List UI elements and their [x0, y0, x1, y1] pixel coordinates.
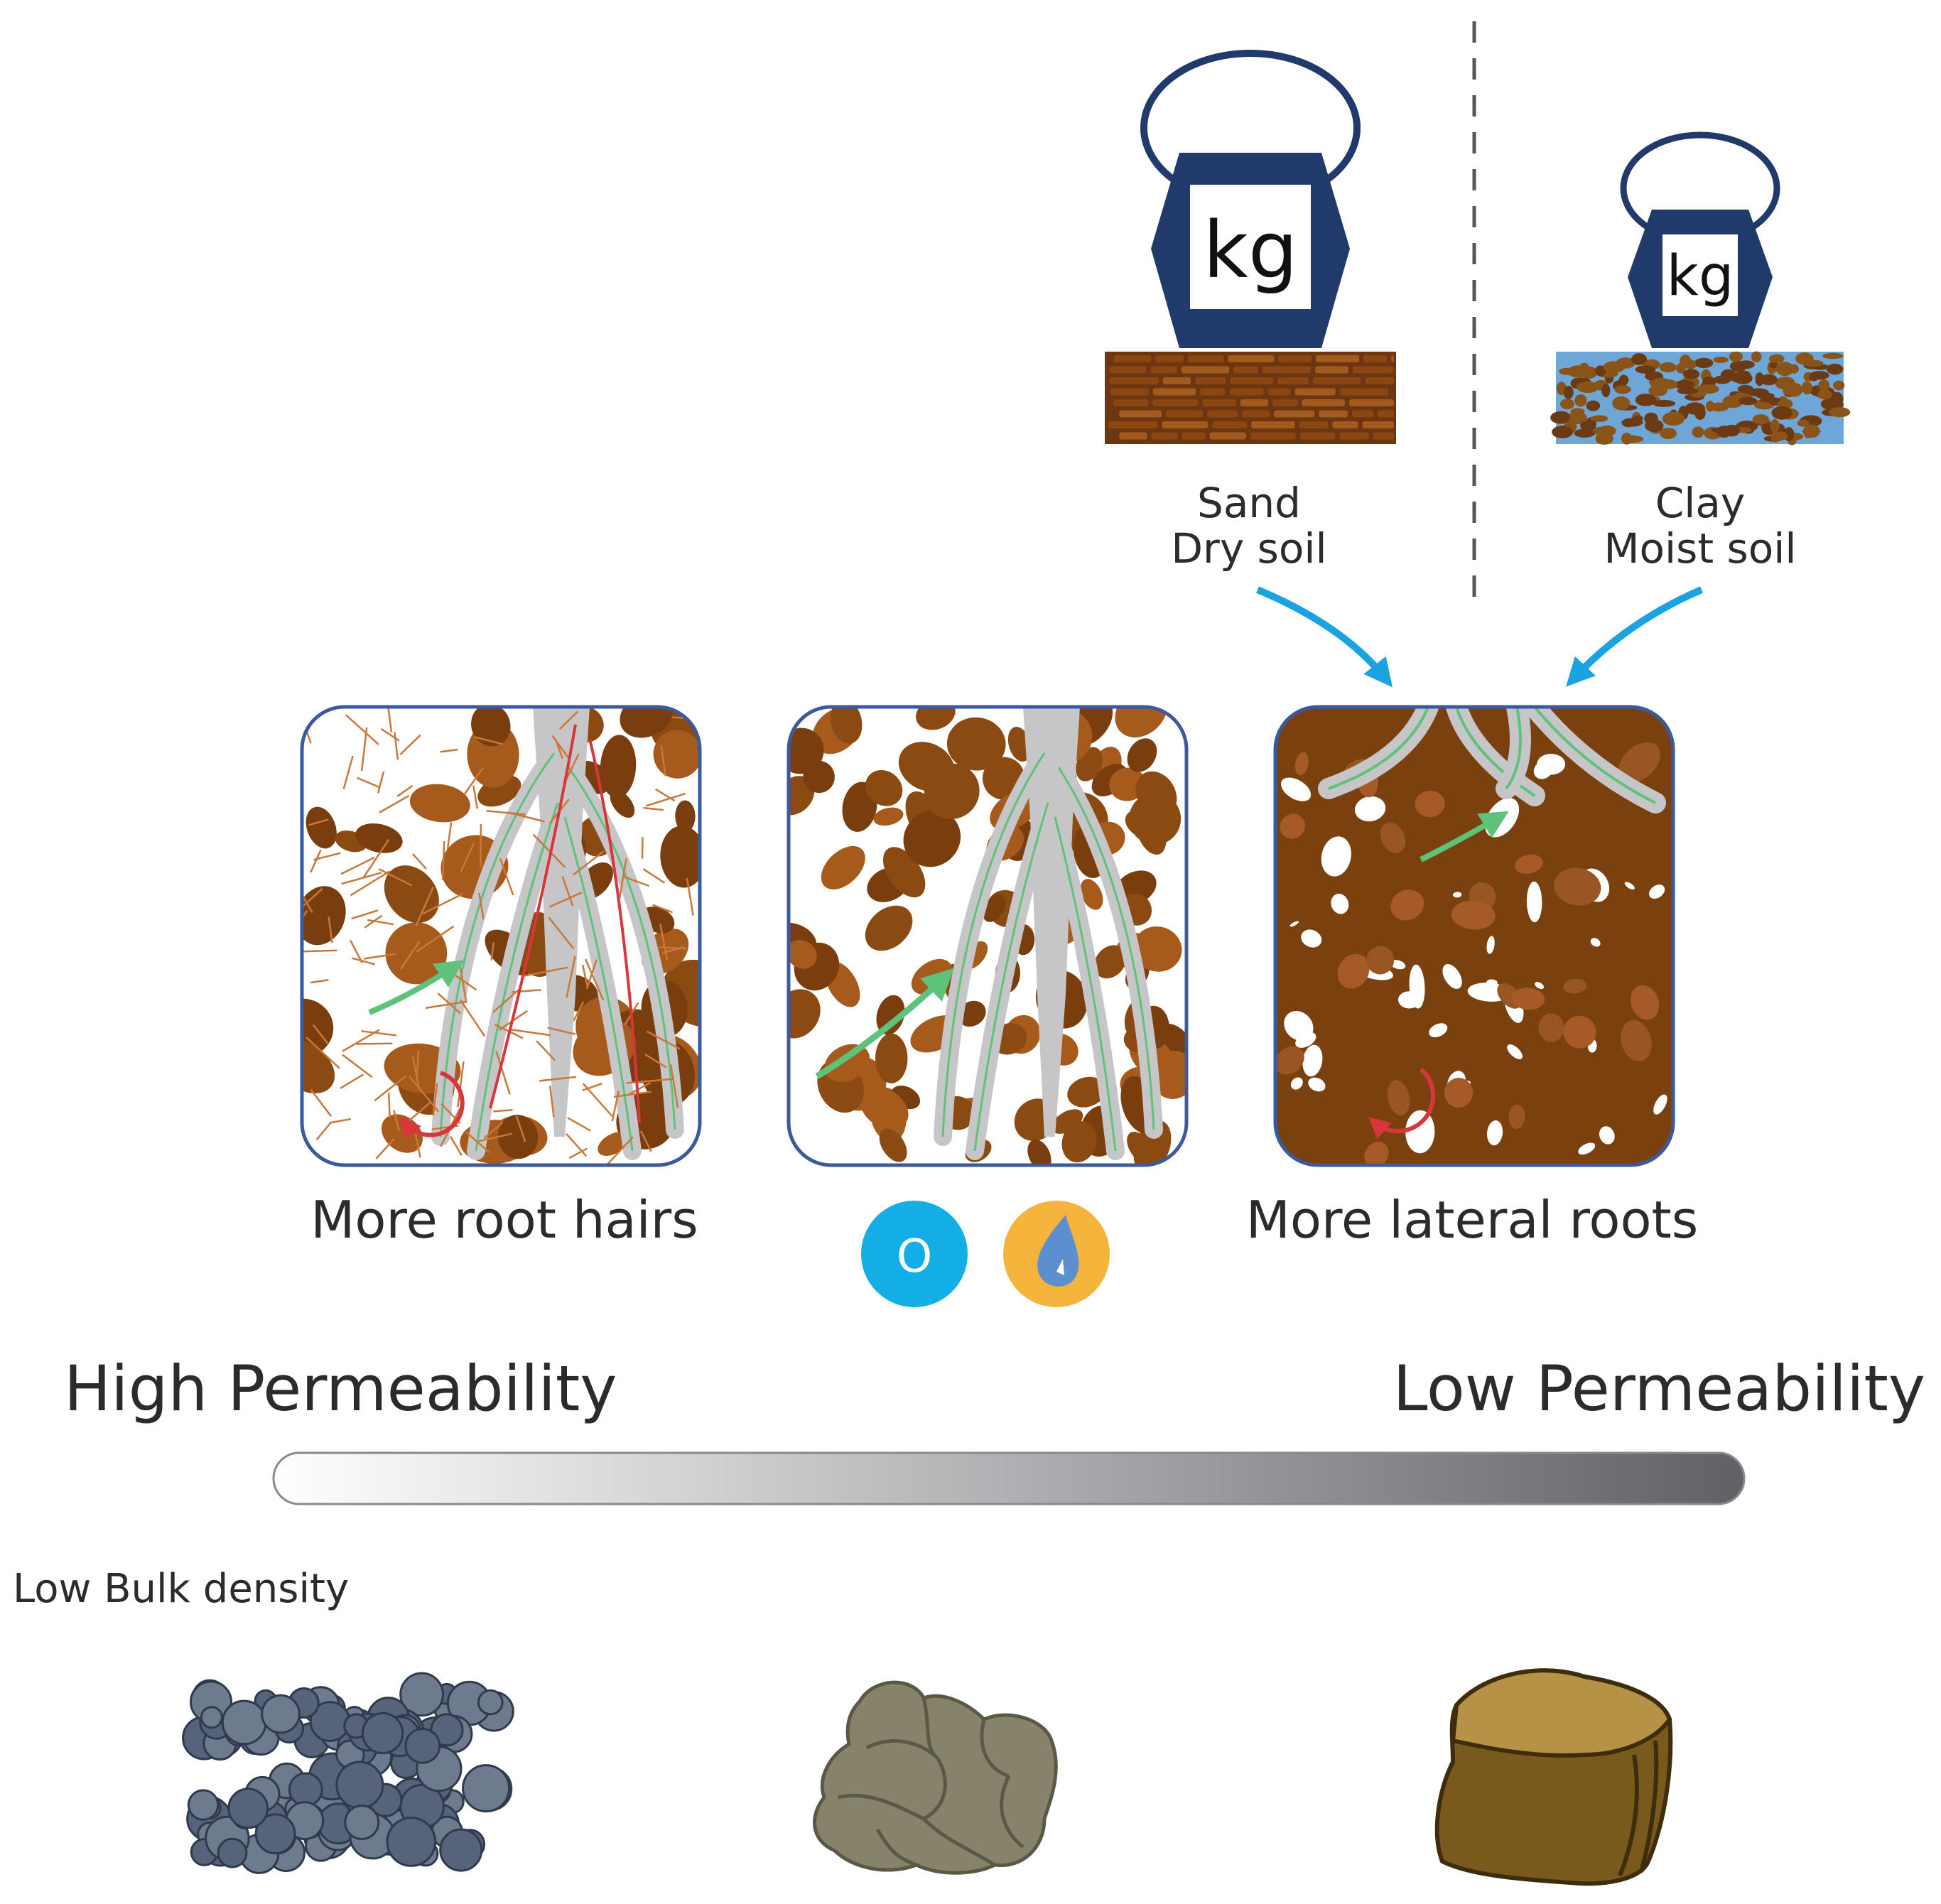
permeability-gradient-bar: [272, 1451, 1746, 1505]
moist-soil-caption: Moist soil: [1604, 524, 1797, 573]
low-permeability-label: Low Permeability: [1393, 1352, 1925, 1425]
weight-large-label: kg: [1203, 205, 1298, 296]
water-drop-icon: [1003, 1201, 1110, 1307]
panel-medium-soil: [786, 705, 1189, 1167]
aggregate-granular-icon: [182, 1672, 514, 1874]
panel-compact-soil: [1273, 705, 1675, 1167]
sand-dry-soil-block: [1105, 352, 1396, 444]
oxygen-icon-label: O: [897, 1230, 932, 1283]
arrow-sand-to-compact-icon: [1256, 586, 1393, 688]
weight-small-icon: kg: [1620, 131, 1780, 348]
weight-small-label: kg: [1667, 244, 1734, 308]
low-bulk-density-label: Low Bulk density: [13, 1566, 349, 1612]
dry-soil-caption: Dry soil: [1171, 524, 1326, 573]
clay-moist-soil-block: [1550, 351, 1851, 445]
caption-more-lateral-roots: More lateral roots: [1246, 1190, 1699, 1250]
weight-large-icon: kg: [1140, 50, 1361, 348]
aggregate-blocky-icon: [813, 1680, 1058, 1875]
oxygen-icon: O: [861, 1201, 968, 1307]
caption-more-root-hairs: More root hairs: [310, 1190, 698, 1250]
clay-caption: Clay: [1655, 479, 1745, 527]
aggregate-massive-icon: [1434, 1668, 1673, 1886]
panel-loose-soil: [300, 705, 702, 1167]
high-permeability-label: High Permeability: [64, 1352, 617, 1425]
arrow-clay-to-compact-icon: [1566, 586, 1703, 687]
sand-caption: Sand: [1197, 479, 1301, 527]
